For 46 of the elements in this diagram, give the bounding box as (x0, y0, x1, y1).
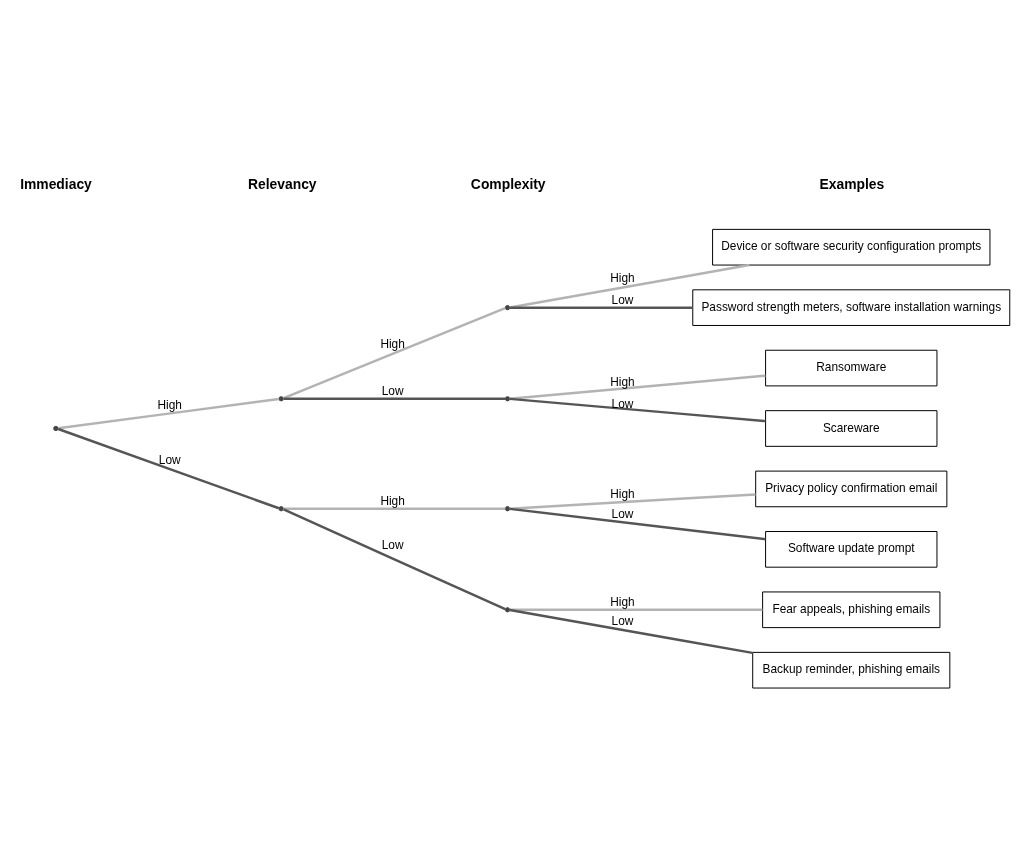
edge-label: High (380, 494, 405, 509)
edge-label: High (157, 398, 182, 413)
connector (509, 493, 756, 510)
edge-label: Low (611, 397, 634, 412)
node-box: Backup reminder, phishing emails (752, 651, 951, 689)
edge-label: High (610, 374, 635, 389)
connector (509, 507, 766, 541)
node-box: Fear appeals, phishing emails (762, 591, 941, 629)
node-point (504, 305, 511, 311)
connector (283, 507, 506, 510)
label: Complexity (470, 176, 546, 193)
node-point (504, 506, 511, 512)
node-box: Ransomware (765, 349, 938, 387)
edge-label: High (610, 487, 635, 502)
connector (509, 263, 750, 309)
connector (283, 397, 506, 400)
node-box: Privacy policy confirmation email (755, 470, 948, 508)
edge-label: Low (381, 384, 404, 399)
connector (509, 397, 766, 423)
connector (509, 608, 753, 655)
node-point (504, 396, 511, 402)
node-point (504, 607, 511, 613)
connector (57, 427, 280, 510)
edge-label: High (380, 336, 405, 351)
node-box: Device or software security configuration prompts (712, 228, 991, 266)
edge-label: High (610, 595, 635, 610)
edge-label: Low (611, 293, 634, 308)
node-point (278, 506, 284, 512)
connector (283, 508, 506, 611)
edge-label: Low (611, 614, 634, 629)
node-point (53, 425, 59, 432)
connector (283, 307, 506, 400)
connector (509, 306, 693, 309)
edge-label: Low (611, 507, 634, 522)
edge-label: Low (158, 452, 181, 467)
node-box: Password strength meters, software installation warnings (692, 289, 1011, 326)
node-point (278, 396, 284, 402)
edge-label: High (610, 270, 635, 285)
node-box: Scareware (765, 410, 938, 447)
connector (58, 397, 280, 430)
label: Relevancy (248, 176, 317, 193)
label: Immediacy (20, 176, 92, 193)
connector (509, 374, 766, 400)
edge-label: Low (381, 537, 404, 552)
node-box: Software update prompt (765, 531, 938, 568)
label: Examples (819, 176, 885, 193)
